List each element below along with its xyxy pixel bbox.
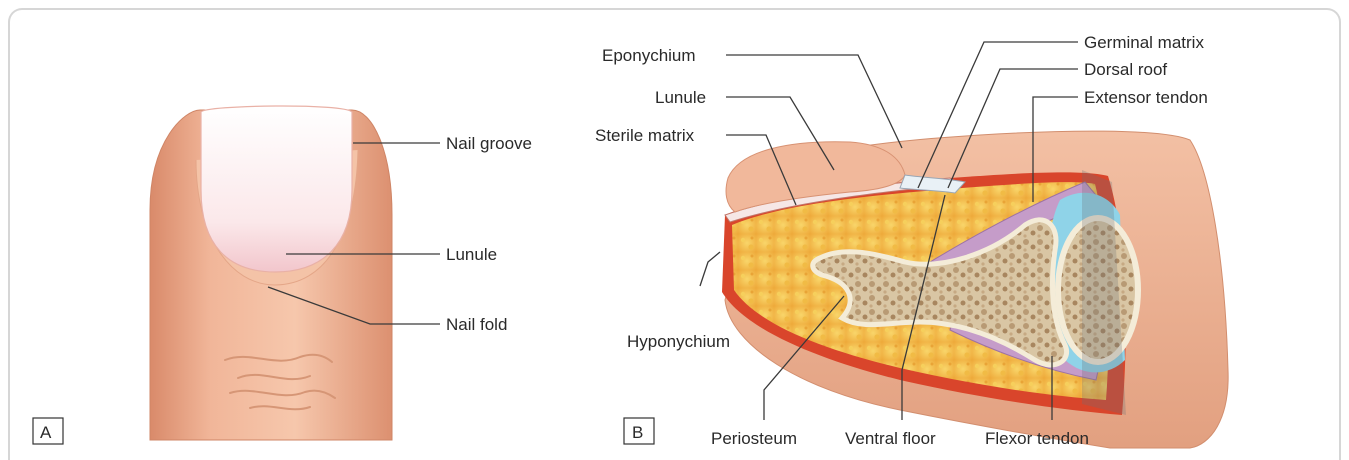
label-sterile-matrix: Sterile matrix [595, 126, 695, 145]
panel-b-tag: B [624, 418, 654, 444]
panel-a-illustration [150, 106, 392, 440]
label-hyponychium: Hyponychium [627, 332, 730, 351]
label-eponychium: Eponychium [602, 46, 696, 65]
label-nail-fold: Nail fold [446, 315, 507, 334]
panel-b-id: B [632, 423, 643, 442]
panel-a-id: A [40, 423, 52, 442]
label-lunule-b: Lunule [655, 88, 706, 107]
label-nail-groove: Nail groove [446, 134, 532, 153]
label-extensor-tendon: Extensor tendon [1084, 88, 1208, 107]
label-periosteum: Periosteum [711, 429, 797, 448]
label-dorsal-roof: Dorsal roof [1084, 60, 1167, 79]
label-lunule-a: Lunule [446, 245, 497, 264]
panel-a-tag: A [33, 418, 63, 444]
nail-plate-a [201, 106, 352, 272]
panel-b-illustration [722, 131, 1228, 448]
label-flexor-tendon: Flexor tendon [985, 429, 1089, 448]
label-ventral-floor: Ventral floor [845, 429, 936, 448]
label-germinal-matrix: Germinal matrix [1084, 33, 1204, 52]
